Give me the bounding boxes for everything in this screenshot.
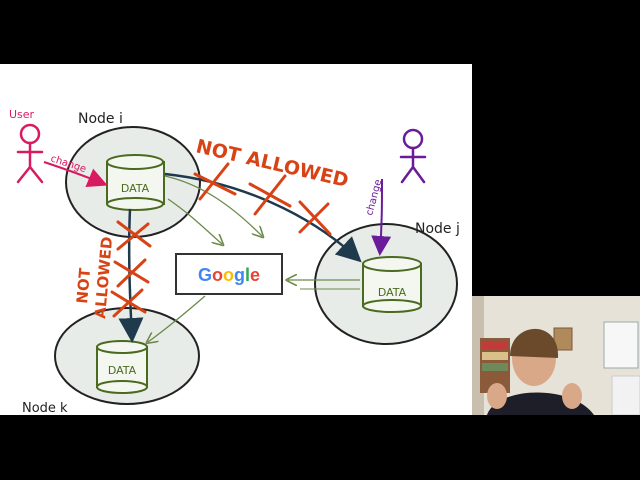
google-letter: o [223,265,234,285]
not-allowed-label-left-1: NOT [73,267,94,305]
arrow-user-change [43,161,108,188]
data-label-i: DATA [121,182,150,195]
google-letter: G [198,265,212,285]
node-k-label: Node k [22,401,68,415]
user-figure-red [16,123,44,184]
arrow-i-to-j [164,172,362,263]
google-letter: g [234,265,245,285]
node-i-label: Node i [78,111,123,127]
google-letter: e [250,265,260,285]
google-letter: o [212,265,223,285]
google-letter: l [245,265,250,285]
not-allowed-label-left-2: ALLOWED [91,236,116,319]
google-logo: Google [198,265,260,285]
arrow-i-to-google-2 [164,175,262,236]
user-figure-purple [399,128,427,184]
slide-canvas: Google User change change Node i Node j … [0,64,472,415]
node-j-label: Node j [415,221,460,237]
data-cylinder-i [106,154,165,211]
not-allowed-x-marks-top [193,162,332,236]
data-cylinder-j [362,256,422,313]
webcam-feed [472,296,640,415]
google-box [175,253,283,295]
webcam-scene [472,296,640,415]
arrow-i-to-google [167,198,222,244]
not-allowed-x-marks-left [110,220,152,318]
data-cylinder-k [96,340,148,394]
data-label-j: DATA [378,286,407,299]
diagram: Google User change change Node i Node j … [9,108,460,415]
arrow-change-j [371,178,392,256]
user-label: User [9,108,35,121]
arrow-google-to-k [148,295,206,342]
data-label-k: DATA [108,364,137,377]
